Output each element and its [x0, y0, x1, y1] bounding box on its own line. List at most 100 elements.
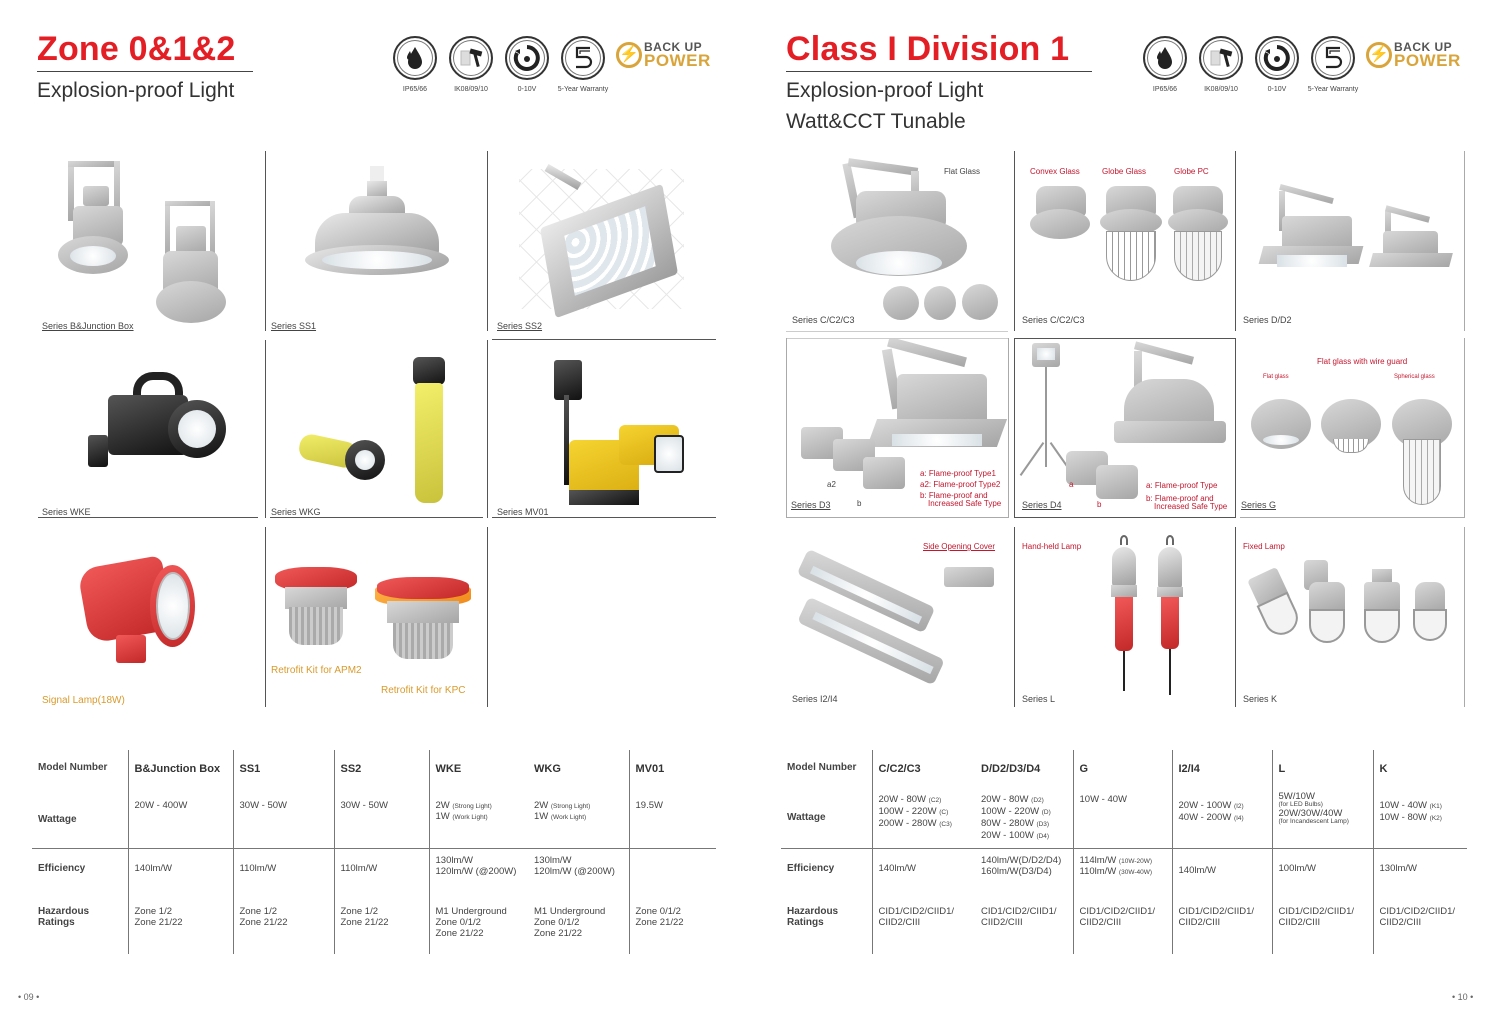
product-caption: Series B&Junction Box [42, 321, 134, 331]
hazardous-line: Zone 1/2 [134, 906, 173, 917]
callout-label: b [857, 499, 862, 508]
row-header-hazardous: Hazardous Ratings [38, 906, 90, 928]
product-card-retrofit-kit[interactable]: Retrofit Kit for APM2 Retrofit Kit for K… [267, 527, 485, 707]
product-card-series-d-d2[interactable]: Series D/D2 [1237, 151, 1462, 329]
spec-table: Model Number B&Junction Box SS1 SS2 WKE … [32, 750, 716, 954]
wattage-cell: 30W - 50W [333, 784, 429, 848]
product-caption: Signal Lamp(18W) [42, 695, 125, 706]
hazardous-cell: CID1/CID2/CIID1/ CIID2/CIII [1072, 900, 1172, 954]
column-header: B&Junction Box [127, 750, 233, 784]
product-card-series-d4[interactable]: a: Flame-proof Type b: Flame-proof and I… [1016, 339, 1233, 516]
grid-divider [1240, 517, 1464, 518]
column-header: WKE [428, 750, 528, 784]
hazardous-line: Zone 21/22 [340, 917, 389, 928]
hazardous-line: CIID2/CIII [1379, 917, 1422, 928]
hazardous-line: Zone 21/22 [534, 928, 583, 939]
dimmer-dial-icon [505, 36, 549, 80]
cert-dimming: 0-10V [502, 36, 552, 93]
product-card-series-l[interactable]: Hand-held Lamp Series L [1016, 527, 1233, 707]
product-card-series-d3[interactable]: a: Flame-proof Type1 a2: Flame-proof Typ… [787, 339, 1007, 516]
wattage-value: 2W [435, 800, 450, 811]
cert-ip-rating: IP65/66 [390, 36, 440, 93]
hazardous-cell: Zone 0/1/2 Zone 21/22 [628, 900, 716, 954]
hazardous-line: CID1/CID2/CIID1/ [1278, 906, 1355, 917]
hazardous-line: Zone 0/1/2 [435, 917, 481, 928]
grid-divider [492, 517, 716, 518]
hazardous-line: Zone 1/2 [340, 906, 379, 917]
row-header-efficiency: Efficiency [32, 847, 128, 900]
wattage-note: (C3) [939, 820, 952, 828]
column-header: K [1372, 750, 1467, 784]
product-card-series-g[interactable]: Flat glass with wire guard Flat glass Sp… [1237, 339, 1462, 516]
five-year-icon [561, 36, 605, 80]
product-card-ss1[interactable]: Series SS1 [267, 151, 485, 331]
product-card-ss2[interactable]: Series SS2 [489, 151, 716, 331]
product-card-wkg[interactable]: Series WKG [267, 340, 485, 516]
efficiency-value: 114lm/W [1079, 854, 1117, 866]
wattage-cell: 20W - 80W (C2) 100W - 220W (C) 200W - 28… [871, 784, 975, 848]
product-card-signal-lamp[interactable]: Signal Lamp(18W) [38, 527, 263, 707]
grid-divider [265, 151, 266, 331]
wattage-note: (Strong Light) [452, 803, 492, 810]
row-header-hazardous: Hazardous Ratings [787, 906, 839, 928]
column-header: WKG [534, 763, 561, 775]
product-caption: Series MV01 [497, 507, 549, 516]
wattage-note: (C) [939, 808, 949, 816]
product-note: b: Flame-proof and [920, 491, 988, 500]
five-year-icon [1311, 36, 1355, 80]
column-header: SS2 [333, 750, 429, 784]
hazardous-cell: Zone 1/2 Zone 21/22 [333, 900, 429, 954]
cert-ik-rating: IK08/09/10 [1196, 36, 1246, 93]
wattage-note: (I2) [1233, 803, 1244, 810]
efficiency-cell [628, 847, 716, 900]
grid-divider [492, 339, 716, 340]
water-drop-icon [393, 36, 437, 80]
hazardous-line: M1 Underground [534, 906, 606, 917]
grid-divider [487, 527, 488, 707]
column-header: D/D2/D3/D4 [981, 763, 1041, 775]
wattage-value: 20W - 100W [981, 829, 1034, 841]
grid-divider [1014, 338, 1235, 339]
product-card-mv01[interactable]: Series MV01 [489, 340, 716, 516]
product-card-series-i2-i4[interactable]: Side Opening Cover Series I2/I4 [786, 527, 1012, 707]
wattage-note: (D3) [1036, 820, 1050, 828]
product-note: Side Opening Cover [923, 542, 996, 551]
callout-label: b [1097, 500, 1102, 509]
product-note: Fixed Lamp [1243, 542, 1285, 551]
efficiency-cell: 140lm/W [127, 847, 233, 900]
column-header: I2/I4 [1171, 750, 1272, 784]
grid-divider [265, 340, 266, 518]
hazardous-line: Zone 21/22 [435, 928, 484, 939]
wattage-note: (for Incandescent Lamp) [1278, 817, 1349, 825]
product-card-series-c-options[interactable]: Convex Glass Globe Glass Globe PC Series… [1016, 151, 1233, 329]
grid-divider [1464, 338, 1465, 518]
product-card-series-k[interactable]: Fixed Lamp Series K [1237, 527, 1462, 707]
cert-warranty: 5-Year Warranty [1308, 36, 1358, 93]
efficiency-line: 120lm/W (@200W) [534, 865, 615, 877]
hazardous-line: CIID2/CIII [1079, 917, 1122, 928]
row-header-model: Model Number [38, 762, 108, 773]
hazardous-line: CID1/CID2/CIID1/ [878, 906, 955, 917]
product-card-b-junction-box[interactable]: Series B&Junction Box [38, 151, 263, 331]
product-note: Increased Safe Type [1154, 502, 1228, 511]
cert-label: 5-Year Warranty [1307, 86, 1359, 93]
right-page: Class I Division 1 Explosion-proof Light… [750, 0, 1500, 1018]
hazardous-line: M1 Underground [435, 906, 507, 917]
product-note: Increased Safe Type [928, 499, 1002, 508]
hazardous-line: CID1/CID2/CIID1/ [1379, 906, 1456, 917]
product-caption: Series K [1243, 694, 1278, 704]
wattage-cell: 2W (Strong Light) 1W (Work Light) [528, 784, 629, 848]
product-card-wke[interactable]: Series WKE [38, 340, 263, 516]
hazardous-cell: CID1/CID2/CIID1/ CIID2/CIII [1271, 900, 1373, 954]
cert-label: 0-10V [517, 86, 537, 93]
wattage-value: 40W - 200W [1178, 811, 1232, 823]
hazardous-line: Zone 0/1/2 [635, 906, 681, 917]
row-header-wattage: Wattage [787, 812, 826, 823]
grid-divider [1235, 527, 1236, 707]
grid-divider [265, 527, 266, 707]
product-card-series-c-flat[interactable]: Flat Glass Series C/C2/C3 [786, 151, 1012, 329]
cert-label: 5-Year Warranty [557, 86, 609, 93]
page-title: Zone 0&1&2 [37, 30, 253, 72]
product-caption-secondary: Retrofit Kit for KPC [381, 685, 466, 696]
cert-warranty: 5-Year Warranty [558, 36, 608, 93]
